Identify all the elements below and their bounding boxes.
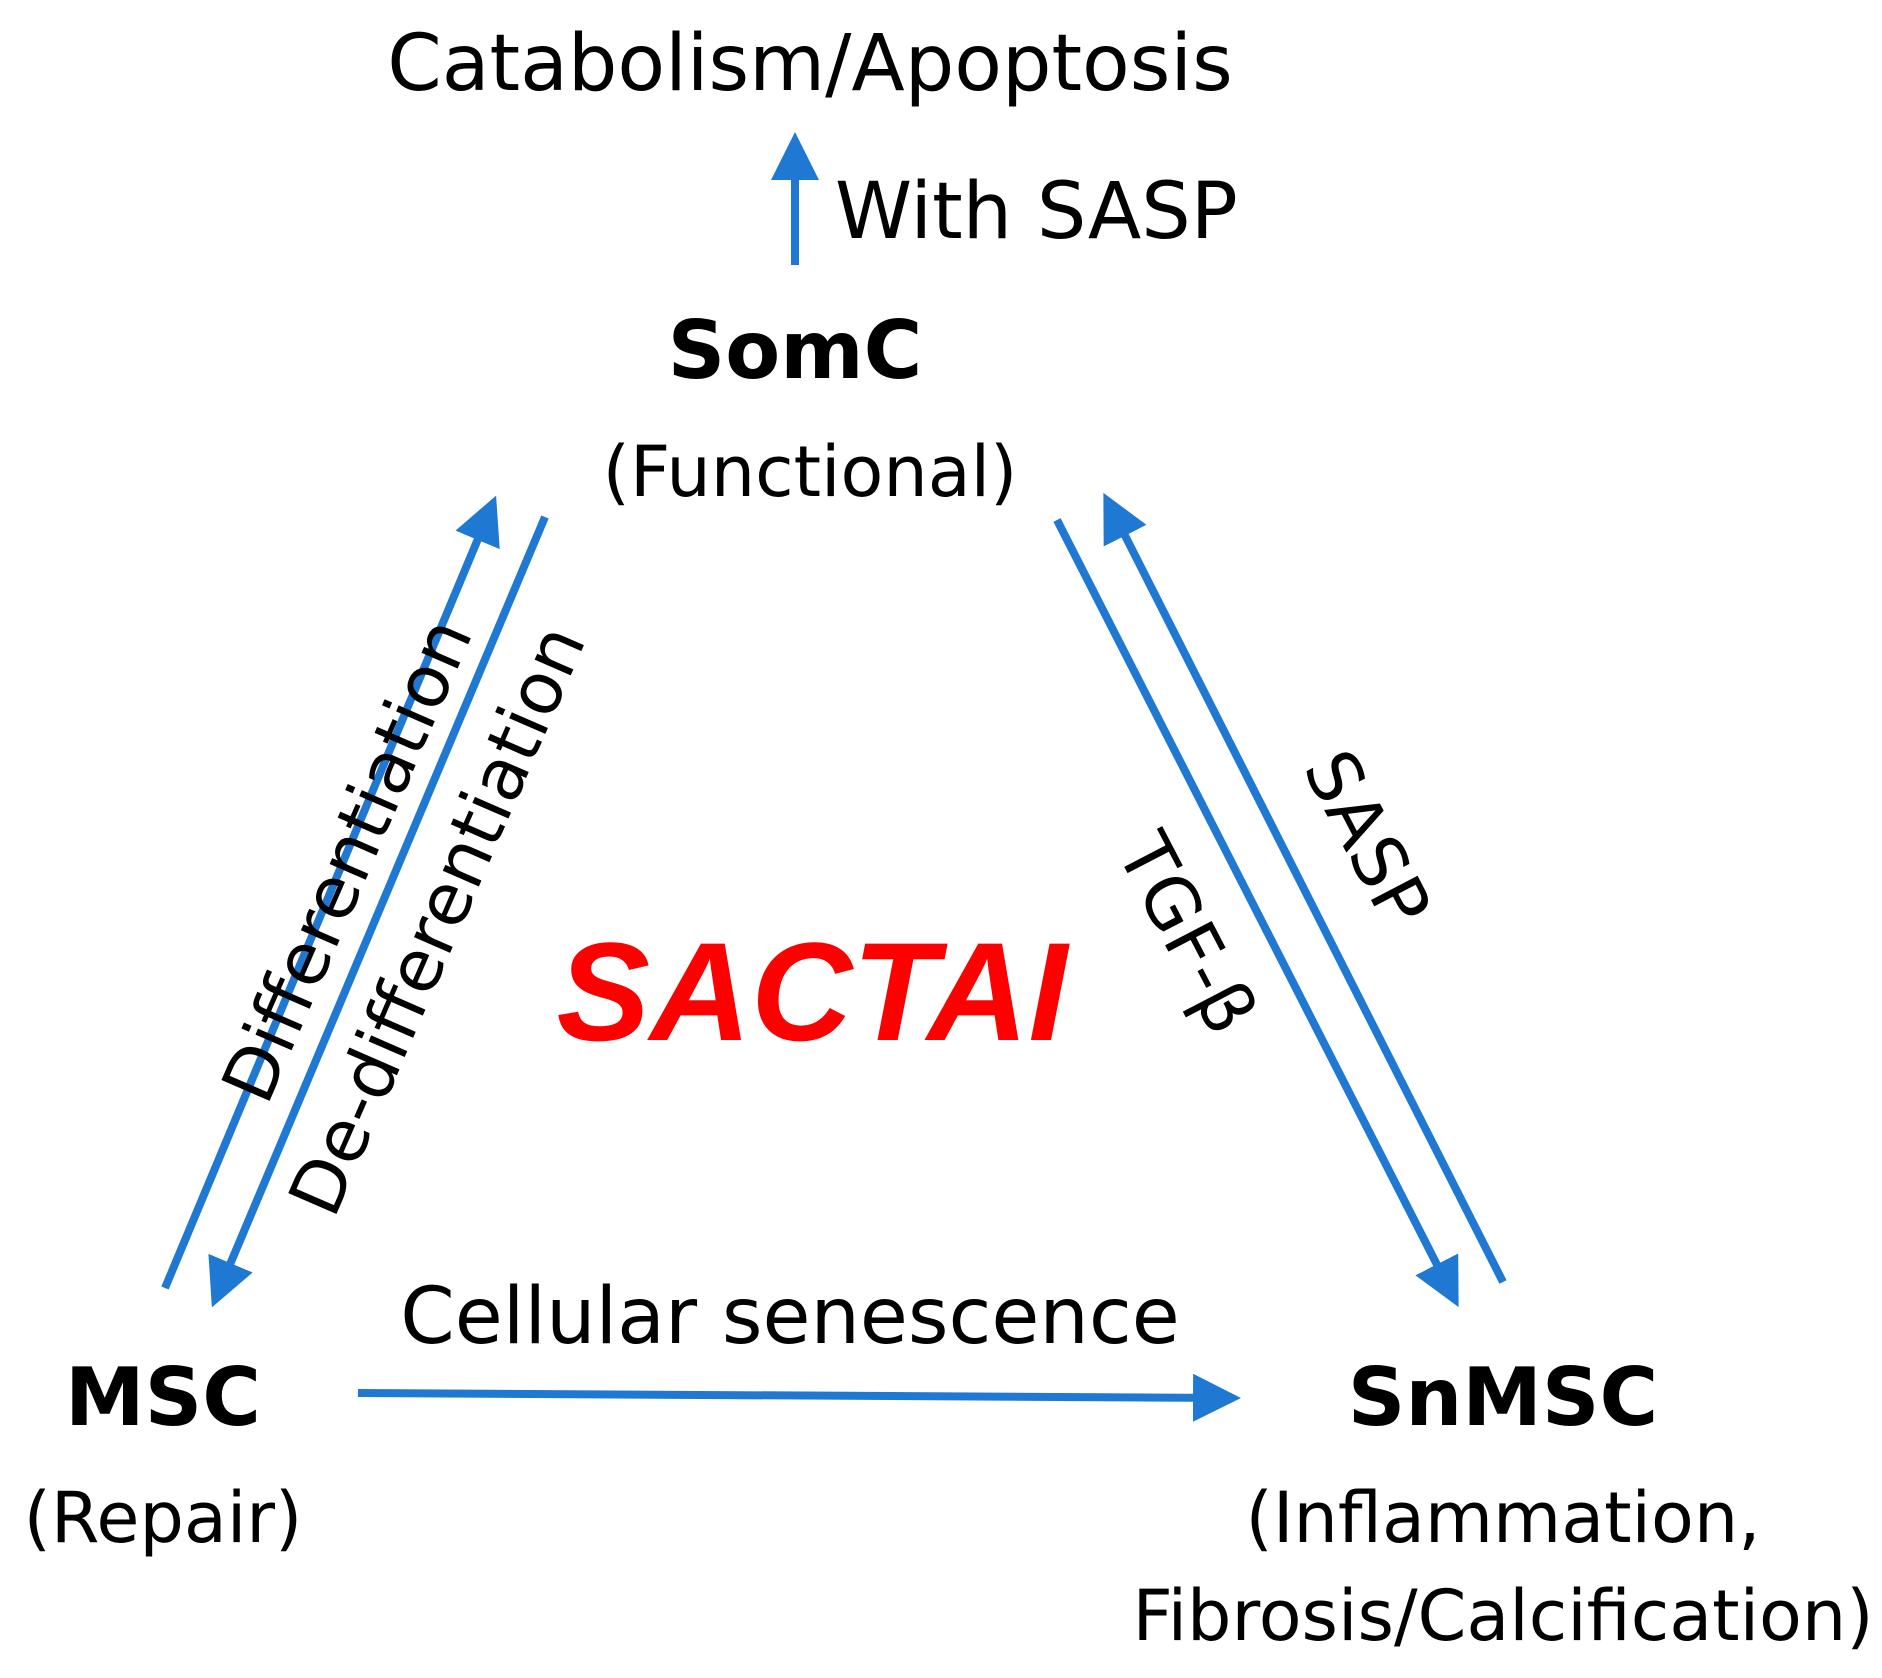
- label-tgf-beta: TGF-β: [1100, 819, 1273, 1048]
- arrow-differentiation: [161, 495, 500, 1290]
- label-with-sasp: With SASP: [835, 167, 1238, 257]
- outcome-catabolism-apoptosis: Catabolism/Apoptosis: [387, 19, 1232, 109]
- center-title-sactai: SACTAI: [557, 913, 1071, 1070]
- arrow-cellular-senescence: [357, 1373, 1241, 1422]
- node-snmsc-role-line1: (Inflammation,: [1246, 1477, 1761, 1559]
- arrow-tgf-beta: [1053, 518, 1459, 1308]
- node-somc-name: SomC: [668, 304, 923, 397]
- label-cellular-senescence: Cellular senescence: [400, 1272, 1179, 1362]
- node-snmsc-role-line2: Fibrosis/Calcification): [1132, 1575, 1873, 1657]
- arrow-sasp: [1103, 492, 1507, 1284]
- node-somc-role: (Functional): [603, 431, 1018, 513]
- node-snmsc-name: SnMSC: [1348, 1351, 1659, 1444]
- node-msc-role: (Repair): [24, 1477, 303, 1559]
- node-msc-name: MSC: [65, 1351, 261, 1444]
- arrow-dedifferentiation: [208, 515, 549, 1308]
